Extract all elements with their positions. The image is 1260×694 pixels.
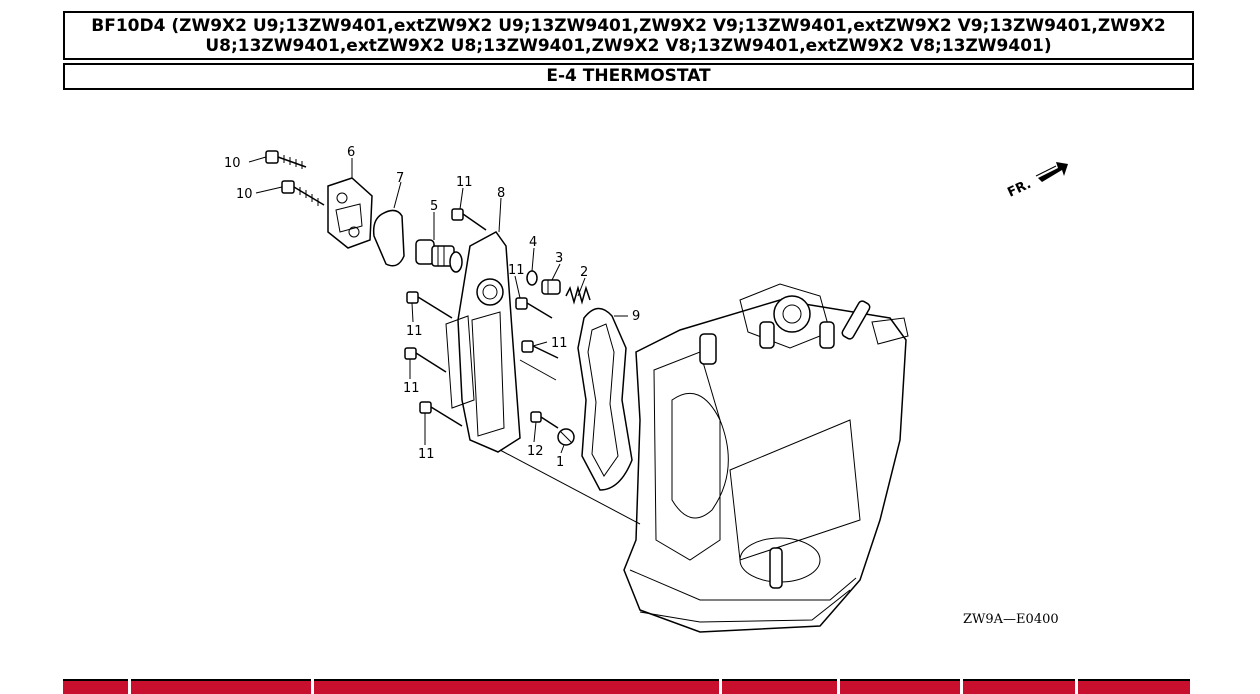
thermostat [415,239,463,273]
table-col-4 [722,679,837,694]
callout-11-left-b: 11 [403,381,420,396]
bolt-11-right-a [515,297,553,319]
section-title: E-4 THERMOSTAT [63,63,1194,90]
bolt-11-left-b [404,347,447,373]
callout-4: 4 [529,235,537,250]
table-col-6 [963,679,1075,694]
front-arrow-icon [1035,162,1068,182]
callout-5: 5 [430,199,438,214]
bolt-12 [530,411,559,429]
callout-6: 6 [347,145,355,160]
bolt-11-left-a [406,291,453,319]
callout-11-right: 11 [551,336,568,351]
thermostat-housing [445,231,521,453]
callout-10-upper: 10 [224,156,241,171]
callout-2: 2 [580,265,588,280]
callout-3: 3 [555,251,563,266]
parts-diagram: 10 10 6 7 5 11 8 4 3 2 11 9 11 11 11 11 … [224,145,1068,633]
callout-10-lower: 10 [236,187,253,202]
gasket [577,307,633,491]
engine-block [623,283,909,633]
callout-11-bottom: 11 [418,447,435,462]
front-label: FR. [1005,177,1033,201]
bolt-10-lower [281,180,325,206]
callout-8: 8 [497,186,505,201]
bolt-11-left-c [419,401,463,427]
o-ring [372,209,405,267]
callout-7: 7 [396,171,404,186]
callout-12: 12 [527,444,544,459]
thermostat-cover [327,177,373,249]
callout-11-left-a: 11 [406,324,423,339]
table-col-5 [840,679,960,694]
table-col-3 [314,679,719,694]
table-col-7 [1078,679,1190,694]
cap-nut [557,428,575,446]
callout-9: 9 [632,309,640,324]
table-col-2 [131,679,311,694]
bolt-10-upper [265,150,307,169]
model-title: BF10D4 (ZW9X2 U9;13ZW9401,extZW9X2 U9;13… [63,11,1194,60]
callout-1: 1 [556,455,564,470]
washer [526,270,538,286]
bolt-11-top [451,208,487,231]
callout-11-top: 11 [456,175,473,190]
relief-valve [541,279,561,295]
callout-11-mid: 11 [508,263,525,278]
reference-code: ZW9A—E0400 [963,612,1059,627]
table-col-1 [63,679,128,694]
bolt-11-right-b [521,340,559,359]
parts-table-header [63,679,1196,694]
spring [565,285,591,305]
